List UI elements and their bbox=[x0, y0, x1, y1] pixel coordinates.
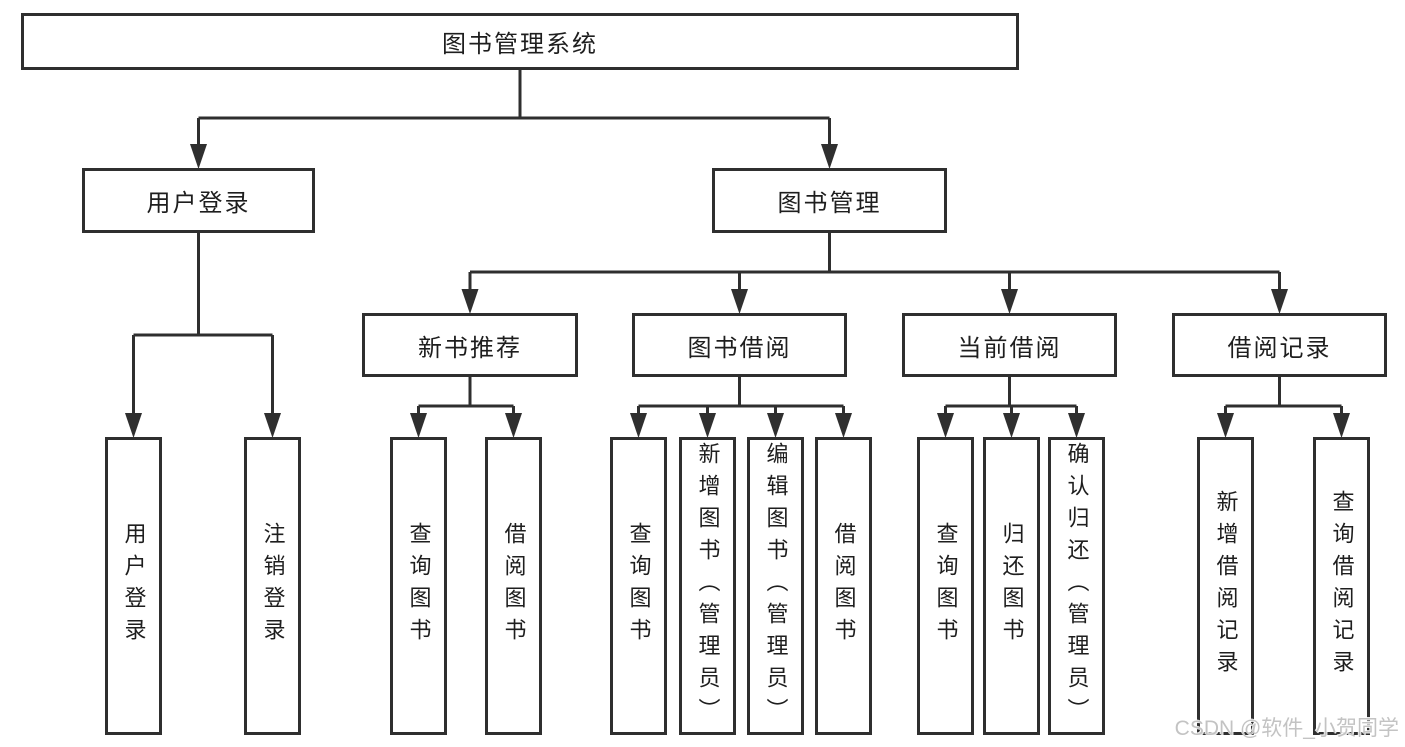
node-borrow: 图书借阅 bbox=[632, 313, 847, 377]
arrowhead-icon bbox=[821, 144, 838, 169]
arrowhead-icon bbox=[125, 413, 142, 438]
node-label: 归还图书 bbox=[999, 522, 1025, 650]
watermark-text: CSDN @软件_小贺同学 bbox=[1174, 717, 1399, 740]
node-leaf-add-book: 新增图书（管理员） bbox=[679, 437, 736, 735]
node-leaf-query-book-1: 查询图书 bbox=[390, 437, 447, 735]
node-current: 当前借阅 bbox=[902, 313, 1117, 377]
node-records: 借阅记录 bbox=[1172, 313, 1387, 377]
node-label: 注销登录 bbox=[260, 522, 286, 650]
node-label: 用户登录 bbox=[121, 522, 147, 650]
node-leaf-logout: 注销登录 bbox=[244, 437, 301, 735]
node-leaf-add-record: 新增借阅记录 bbox=[1197, 437, 1254, 735]
node-label: 图书管理 bbox=[777, 190, 882, 217]
arrowhead-icon bbox=[1217, 413, 1234, 438]
arrowhead-icon bbox=[731, 289, 748, 314]
node-mgmt: 图书管理 bbox=[712, 168, 947, 233]
arrowhead-icon bbox=[410, 413, 427, 438]
node-label: 用户登录 bbox=[146, 190, 251, 217]
node-leaf-return-book: 归还图书 bbox=[983, 437, 1040, 735]
node-label: 借阅图书 bbox=[831, 522, 857, 650]
arrowhead-icon bbox=[630, 413, 647, 438]
arrowhead-icon bbox=[1068, 413, 1085, 438]
arrowhead-icon bbox=[505, 413, 522, 438]
node-newrec: 新书推荐 bbox=[362, 313, 578, 377]
node-label: 借阅图书 bbox=[501, 522, 527, 650]
arrowhead-icon bbox=[190, 144, 207, 169]
arrowhead-icon bbox=[835, 413, 852, 438]
node-root: 图书管理系统 bbox=[21, 13, 1019, 70]
node-label: 借阅记录 bbox=[1227, 334, 1332, 362]
node-label: 确认归还（管理员） bbox=[1064, 442, 1090, 730]
node-leaf-query-book-2: 查询图书 bbox=[610, 437, 667, 735]
arrowhead-icon bbox=[1001, 289, 1018, 314]
node-label: 新增图书（管理员） bbox=[695, 442, 721, 730]
node-leaf-query-record: 查询借阅记录 bbox=[1313, 437, 1370, 735]
node-label: 查询图书 bbox=[406, 522, 432, 650]
node-login: 用户登录 bbox=[82, 168, 315, 233]
node-label: 图书借阅 bbox=[687, 334, 792, 362]
node-leaf-confirm-return: 确认归还（管理员） bbox=[1048, 437, 1105, 735]
arrowhead-icon bbox=[937, 413, 954, 438]
arrowhead-icon bbox=[1333, 413, 1350, 438]
node-leaf-borrow-book-1: 借阅图书 bbox=[485, 437, 542, 735]
node-label: 当前借阅 bbox=[957, 334, 1062, 362]
node-label: 查询图书 bbox=[933, 522, 959, 650]
node-leaf-edit-book: 编辑图书（管理员） bbox=[747, 437, 804, 735]
arrowhead-icon bbox=[699, 413, 716, 438]
node-label: 查询图书 bbox=[626, 522, 652, 650]
node-leaf-user-login: 用户登录 bbox=[105, 437, 162, 735]
node-label: 新增借阅记录 bbox=[1213, 490, 1239, 682]
node-label: 图书管理系统 bbox=[442, 31, 598, 58]
arrowhead-icon bbox=[1003, 413, 1020, 438]
node-leaf-borrow-book-2: 借阅图书 bbox=[815, 437, 872, 735]
arrowhead-icon bbox=[264, 413, 281, 438]
node-label: 新书推荐 bbox=[418, 334, 522, 362]
node-label: 编辑图书（管理员） bbox=[763, 442, 789, 730]
node-label: 查询借阅记录 bbox=[1329, 490, 1355, 682]
arrowhead-icon bbox=[461, 289, 479, 314]
arrowhead-icon bbox=[1271, 289, 1288, 314]
node-leaf-query-book-3: 查询图书 bbox=[917, 437, 974, 735]
arrowhead-icon bbox=[767, 413, 784, 438]
